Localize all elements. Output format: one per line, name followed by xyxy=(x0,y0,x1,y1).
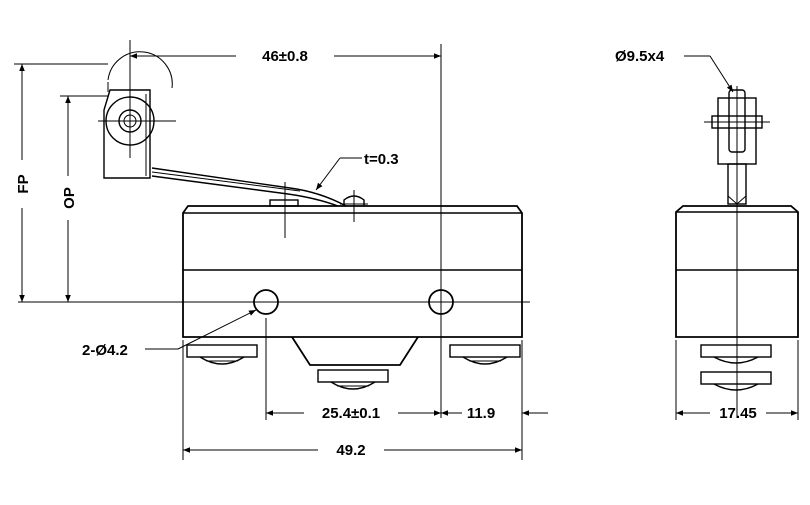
dim-roller: Ø9.5x4 xyxy=(615,48,734,93)
dim-op: OP xyxy=(60,95,108,302)
dim-top-length-label: 46±0.8 xyxy=(262,48,308,65)
dim-thickness-label: t=0.3 xyxy=(364,151,399,168)
dim-hole-spacing: 25.4±0.1 xyxy=(266,405,441,422)
dim-mount-holes: 2-Ø4.2 xyxy=(82,309,257,359)
dim-op-label: OP xyxy=(61,187,78,209)
dim-terminal-offset-label: 11.9 xyxy=(467,405,495,422)
terminal-middle xyxy=(317,369,389,390)
center-lines xyxy=(18,40,530,420)
dim-overall-length: 49.2 xyxy=(182,340,522,460)
side-view: Ø9.5x4 17.45 xyxy=(615,48,799,422)
side-terminals xyxy=(700,344,772,391)
switch-body xyxy=(182,195,523,366)
terminal-left xyxy=(186,344,258,365)
lever-arm xyxy=(151,167,347,207)
dim-width: 17.45 xyxy=(675,340,799,422)
roller-wheel xyxy=(105,51,173,146)
dim-fp: FP xyxy=(14,63,108,302)
dim-roller-label: Ø9.5x4 xyxy=(615,48,665,65)
roller-bracket xyxy=(103,89,151,179)
front-view: 46±0.8 FP OP t=0.3 2-Ø4.2 xyxy=(14,40,548,460)
dim-fp-label: FP xyxy=(15,174,32,193)
dim-hole-spacing-label: 25.4±0.1 xyxy=(322,405,380,422)
dim-thickness: t=0.3 xyxy=(315,151,399,191)
dim-overall-length-label: 49.2 xyxy=(336,442,365,459)
dim-width-label: 17.45 xyxy=(719,405,757,422)
dim-mount-holes-label: 2-Ø4.2 xyxy=(82,342,128,359)
terminal-right xyxy=(449,344,521,365)
dim-terminal-offset: 11.9 xyxy=(441,340,548,460)
dim-top-length: 46±0.8 xyxy=(130,48,441,65)
